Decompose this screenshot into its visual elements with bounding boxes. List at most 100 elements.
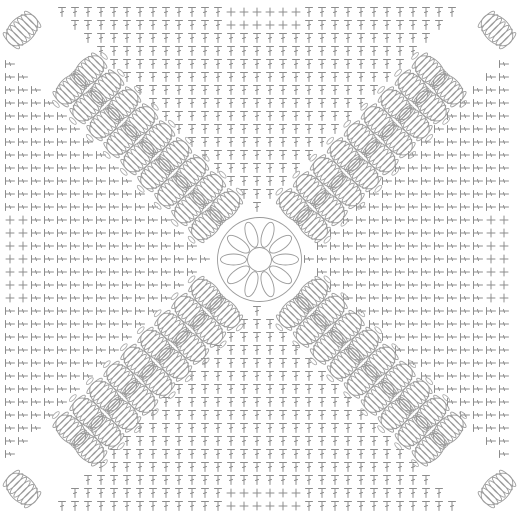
stitch-symbol <box>435 386 444 393</box>
stitch-cross-bar <box>308 142 311 143</box>
stitch-cross-bar <box>439 323 440 326</box>
stitch-symbol <box>371 21 378 30</box>
stitch-symbol <box>344 282 353 289</box>
puff-loop <box>100 425 119 444</box>
puff-loop <box>476 490 496 510</box>
stitch-symbol <box>487 425 496 432</box>
stitch-cross-bar <box>386 51 389 52</box>
stitch-symbol <box>371 476 378 485</box>
stitch-cross-bar <box>205 258 206 261</box>
stitch-cross-bar <box>400 206 401 209</box>
stitch-cross-bar <box>36 336 37 339</box>
stitch-cross-bar <box>269 51 272 52</box>
stitch-cross-bar <box>101 310 102 313</box>
stitch-cross-bar <box>36 206 37 209</box>
puff-loop <box>307 281 326 300</box>
stitch-cross-bar <box>374 258 375 261</box>
puff-loop <box>415 376 434 395</box>
stitch-symbol <box>6 425 15 432</box>
stitch-cross-bar <box>269 38 272 39</box>
puff-shell <box>290 169 331 210</box>
stitch-cross-bar <box>49 284 50 287</box>
stitch-cross-bar <box>374 219 375 222</box>
stitch-cross-bar <box>139 454 142 455</box>
stitch-cross-bar <box>75 388 76 391</box>
stitch-symbol <box>163 21 170 30</box>
stitch-cross-bar <box>347 493 350 494</box>
stitch-symbol <box>123 178 132 185</box>
stitch-cross-bar <box>166 284 167 287</box>
stitch-cross-bar <box>179 258 180 261</box>
stitch-symbol <box>487 242 495 250</box>
stitch-symbol <box>254 398 261 407</box>
stitch-symbol <box>487 87 496 94</box>
stitch-symbol <box>500 321 509 328</box>
stitch-symbol <box>383 178 392 185</box>
stitch-symbol <box>500 178 509 185</box>
stitch-cross-bar <box>361 271 362 274</box>
stitch-cross-bar <box>139 51 142 52</box>
stitch-cross-bar <box>504 102 505 105</box>
stitch-symbol <box>84 295 93 302</box>
stitch-cross-bar <box>282 454 285 455</box>
stitch-symbol <box>124 60 131 69</box>
stitch-symbol <box>319 99 326 108</box>
stitch-symbol <box>280 73 287 82</box>
stitch-symbol <box>500 242 508 250</box>
stitch-cross-bar <box>126 25 129 26</box>
stitch-symbol <box>45 243 54 250</box>
puff-shell <box>153 343 194 384</box>
stitch-cross-bar <box>374 245 375 248</box>
stitch-cross-bar <box>178 467 181 468</box>
stitch-cross-bar <box>452 141 453 144</box>
stitch-symbol <box>97 295 106 302</box>
stitch-cross-bar <box>126 454 129 455</box>
stitch-cross-bar <box>62 115 63 118</box>
stitch-symbol <box>189 34 196 43</box>
stitch-cross-bar <box>126 441 129 442</box>
stitch-cross-bar <box>139 467 142 468</box>
stitch-symbol <box>332 398 339 407</box>
stitch-symbol <box>150 476 157 485</box>
stitch-cross-bar <box>165 12 168 13</box>
puff-loop <box>102 141 121 160</box>
stitch-symbol <box>228 476 235 485</box>
stitch-symbol <box>474 360 483 367</box>
stitch-symbol <box>332 450 339 459</box>
stitch-symbol <box>423 34 430 43</box>
stitch-cross-bar <box>88 258 89 261</box>
puff-shell <box>341 118 382 159</box>
stitch-symbol <box>318 256 327 263</box>
stitch-cross-bar <box>152 480 155 481</box>
stitch-symbol <box>279 502 287 510</box>
stitch-symbol <box>188 269 197 276</box>
stitch-symbol <box>19 294 27 302</box>
stitch-cross-bar <box>387 336 388 339</box>
stitch-cross-bar <box>191 389 194 390</box>
stitch-cross-bar <box>269 77 272 78</box>
stitch-symbol <box>474 87 483 94</box>
puff-shell <box>119 377 160 418</box>
stitch-symbol <box>97 217 106 224</box>
stitch-symbol <box>45 347 54 354</box>
puff-shell <box>292 273 333 314</box>
stitch-symbol <box>111 60 118 69</box>
stitch-symbol <box>201 256 210 263</box>
stitch-cross-bar <box>334 116 337 117</box>
stitch-symbol <box>319 86 326 95</box>
stitch-cross-bar <box>88 167 89 170</box>
stitch-cross-bar <box>165 454 168 455</box>
stitch-symbol <box>45 399 54 406</box>
stitch-symbol <box>123 334 132 341</box>
stitch-cross-bar <box>217 441 220 442</box>
stitch-cross-bar <box>217 155 220 156</box>
stitch-symbol <box>6 61 15 68</box>
stitch-cross-bar <box>282 402 285 403</box>
stitch-symbol <box>306 502 313 511</box>
stitch-cross-bar <box>62 167 63 170</box>
stitch-cross-bar <box>399 454 402 455</box>
stitch-symbol <box>228 424 235 433</box>
stitch-cross-bar <box>217 506 220 507</box>
stitch-symbol <box>215 99 222 108</box>
puff-loop <box>484 483 504 503</box>
